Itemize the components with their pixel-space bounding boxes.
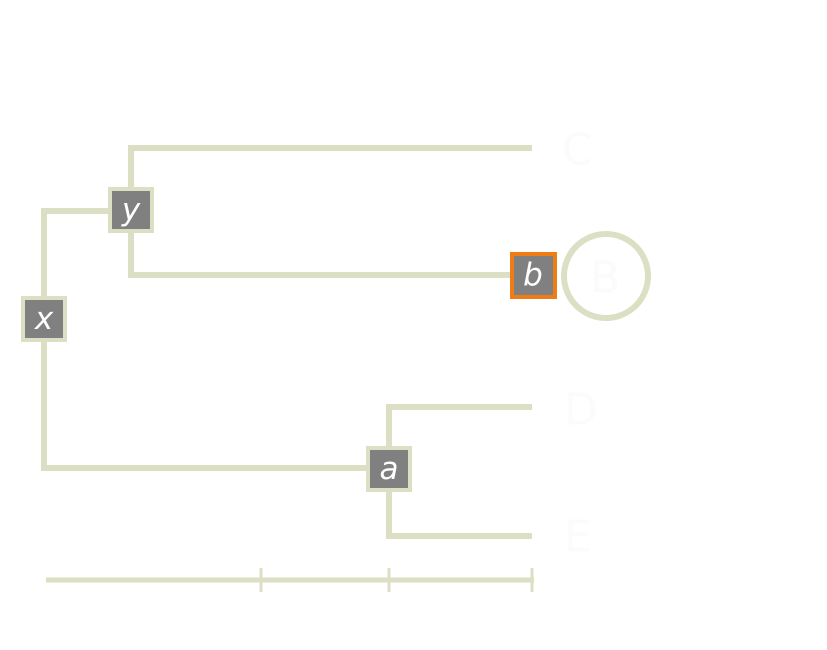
leaf-label-E[interactable]: E xyxy=(564,512,592,563)
branch-y-C xyxy=(128,145,532,211)
node-a[interactable]: a xyxy=(366,446,412,492)
node-x-label: x xyxy=(34,301,54,337)
leaf-highlight-circle xyxy=(561,231,651,321)
branch-x-a xyxy=(41,320,389,471)
node-y-label: y xyxy=(121,192,141,228)
node-b-selected[interactable]: b xyxy=(510,252,557,299)
leaf-label-D[interactable]: D xyxy=(564,385,598,436)
branch-y-b xyxy=(128,211,533,278)
branch-x-y xyxy=(41,208,131,320)
leaf-label-B[interactable]: B xyxy=(590,253,620,304)
node-a-label: a xyxy=(380,451,399,487)
node-b-label: b xyxy=(523,257,543,293)
node-y[interactable]: y xyxy=(108,187,154,233)
leaf-labels: C B D E xyxy=(561,125,651,563)
leaf-label-C[interactable]: C xyxy=(562,125,593,176)
scale-axis xyxy=(46,568,534,592)
node-x[interactable]: x xyxy=(21,296,67,342)
